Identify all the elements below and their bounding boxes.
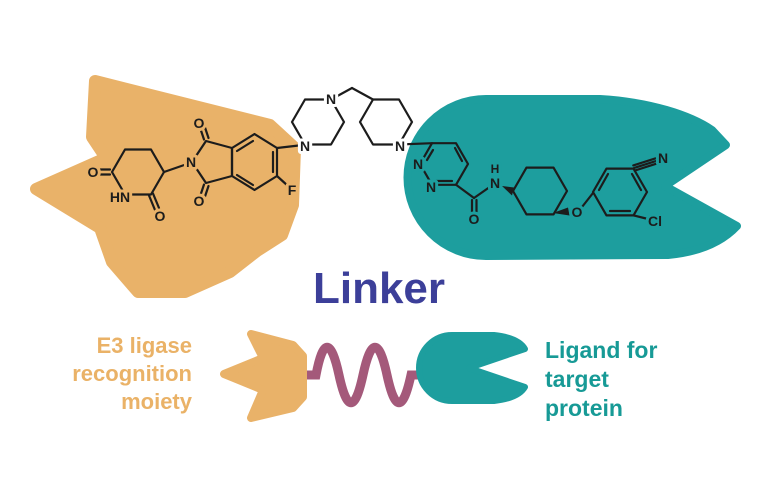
- target-protein-blob: [403, 95, 741, 260]
- atom-label: O: [155, 208, 166, 224]
- linker-structure: [275, 86, 434, 150]
- target-ligand-structure: [418, 142, 658, 220]
- ligand-pacman-small: [416, 332, 528, 404]
- atom-label: N: [658, 150, 668, 166]
- atom-label: O: [572, 204, 583, 220]
- atom-label: O: [88, 164, 99, 180]
- atom-label: N: [413, 156, 423, 172]
- e3-ligase-blob: [30, 75, 301, 298]
- atom-label: N: [326, 91, 336, 107]
- e3-arrow-small: [220, 330, 307, 422]
- e3-binder-structure: [98, 126, 290, 212]
- atom-label: O: [194, 193, 205, 209]
- atom-label: N: [300, 138, 310, 154]
- atom-label: O: [194, 115, 205, 131]
- linker-label: Linker: [312, 264, 446, 313]
- atom-label: N: [426, 179, 436, 195]
- atom-label: O: [469, 211, 480, 227]
- atom-label: N: [490, 175, 500, 191]
- e3-ligase-label: E3 ligase recognition moiety: [72, 333, 192, 414]
- atom-labels: O HN O N O O F N N N N N O N H O Cl N: [85, 88, 672, 232]
- atom-label: Cl: [648, 213, 662, 229]
- atom-label: H: [491, 162, 500, 176]
- legend-cartoon: [220, 330, 528, 422]
- atom-label: N: [186, 154, 196, 170]
- protac-molecule: O HN O N O O F N N N N N O N H O Cl N: [85, 86, 672, 232]
- atom-label: HN: [110, 189, 130, 205]
- target-ligand-label: Ligand for target protein: [545, 337, 658, 421]
- atom-label: F: [288, 182, 297, 198]
- linker-wave: [297, 342, 428, 408]
- atom-label: N: [395, 138, 405, 154]
